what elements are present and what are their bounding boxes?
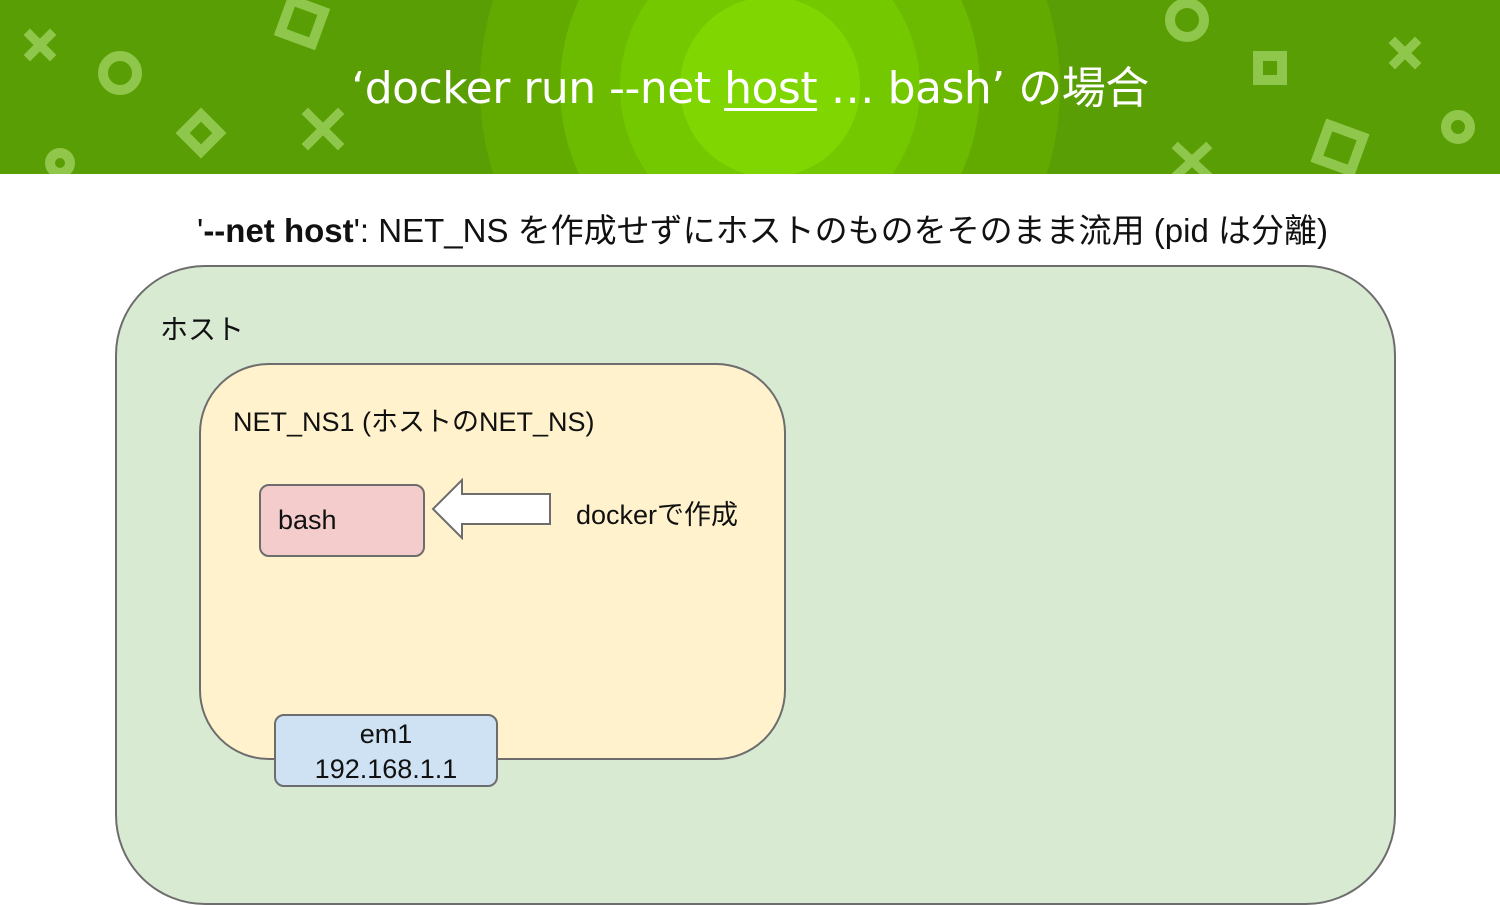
square-icon [1310,118,1370,174]
cross-icon [1388,36,1422,70]
header-banner: ‘docker run --net host … bash’ の場合 [0,0,1500,174]
ring-icon [1165,0,1209,42]
subtitle-quote: ' [197,212,204,249]
netns-label: NET_NS1 (ホストのNET_NS) [233,407,595,437]
process-box [259,484,425,557]
cross-icon [301,107,345,151]
interface-ip: 192.168.1.1 [314,754,458,784]
slide-title: ‘docker run --net host … bash’ の場合 [0,52,1500,116]
left-arrow-icon [431,478,551,540]
cross-icon [1171,141,1213,174]
subtitle-description: ': NET_NS を作成せずにホストのものをそのまま流用 (pid は分離) [353,212,1328,249]
interface-box [274,714,498,787]
title-prefix: ‘docker run --net [351,63,725,114]
banner-decoration [23,0,1475,174]
slide-subtitle: '--net host': NET_NS を作成せずにホストのものをそのまま流用… [0,204,1500,252]
square-icon [273,0,331,51]
ring-icon [45,148,75,174]
ring-icon [1441,110,1475,144]
cross-icon [23,28,57,62]
process-label: bash [278,505,337,535]
diamond-icon [175,107,227,159]
title-suffix: … bash’ の場合 [817,63,1150,114]
interface-name: em1 [359,719,413,749]
title-underlined-word: host [724,63,818,114]
ring-icon [98,51,142,95]
netns-container [199,363,786,760]
arrow-label: dockerで作成 [576,500,739,530]
subtitle-option: --net host [203,212,354,249]
host-label: ホスト [160,314,245,345]
square-icon [1253,51,1287,85]
